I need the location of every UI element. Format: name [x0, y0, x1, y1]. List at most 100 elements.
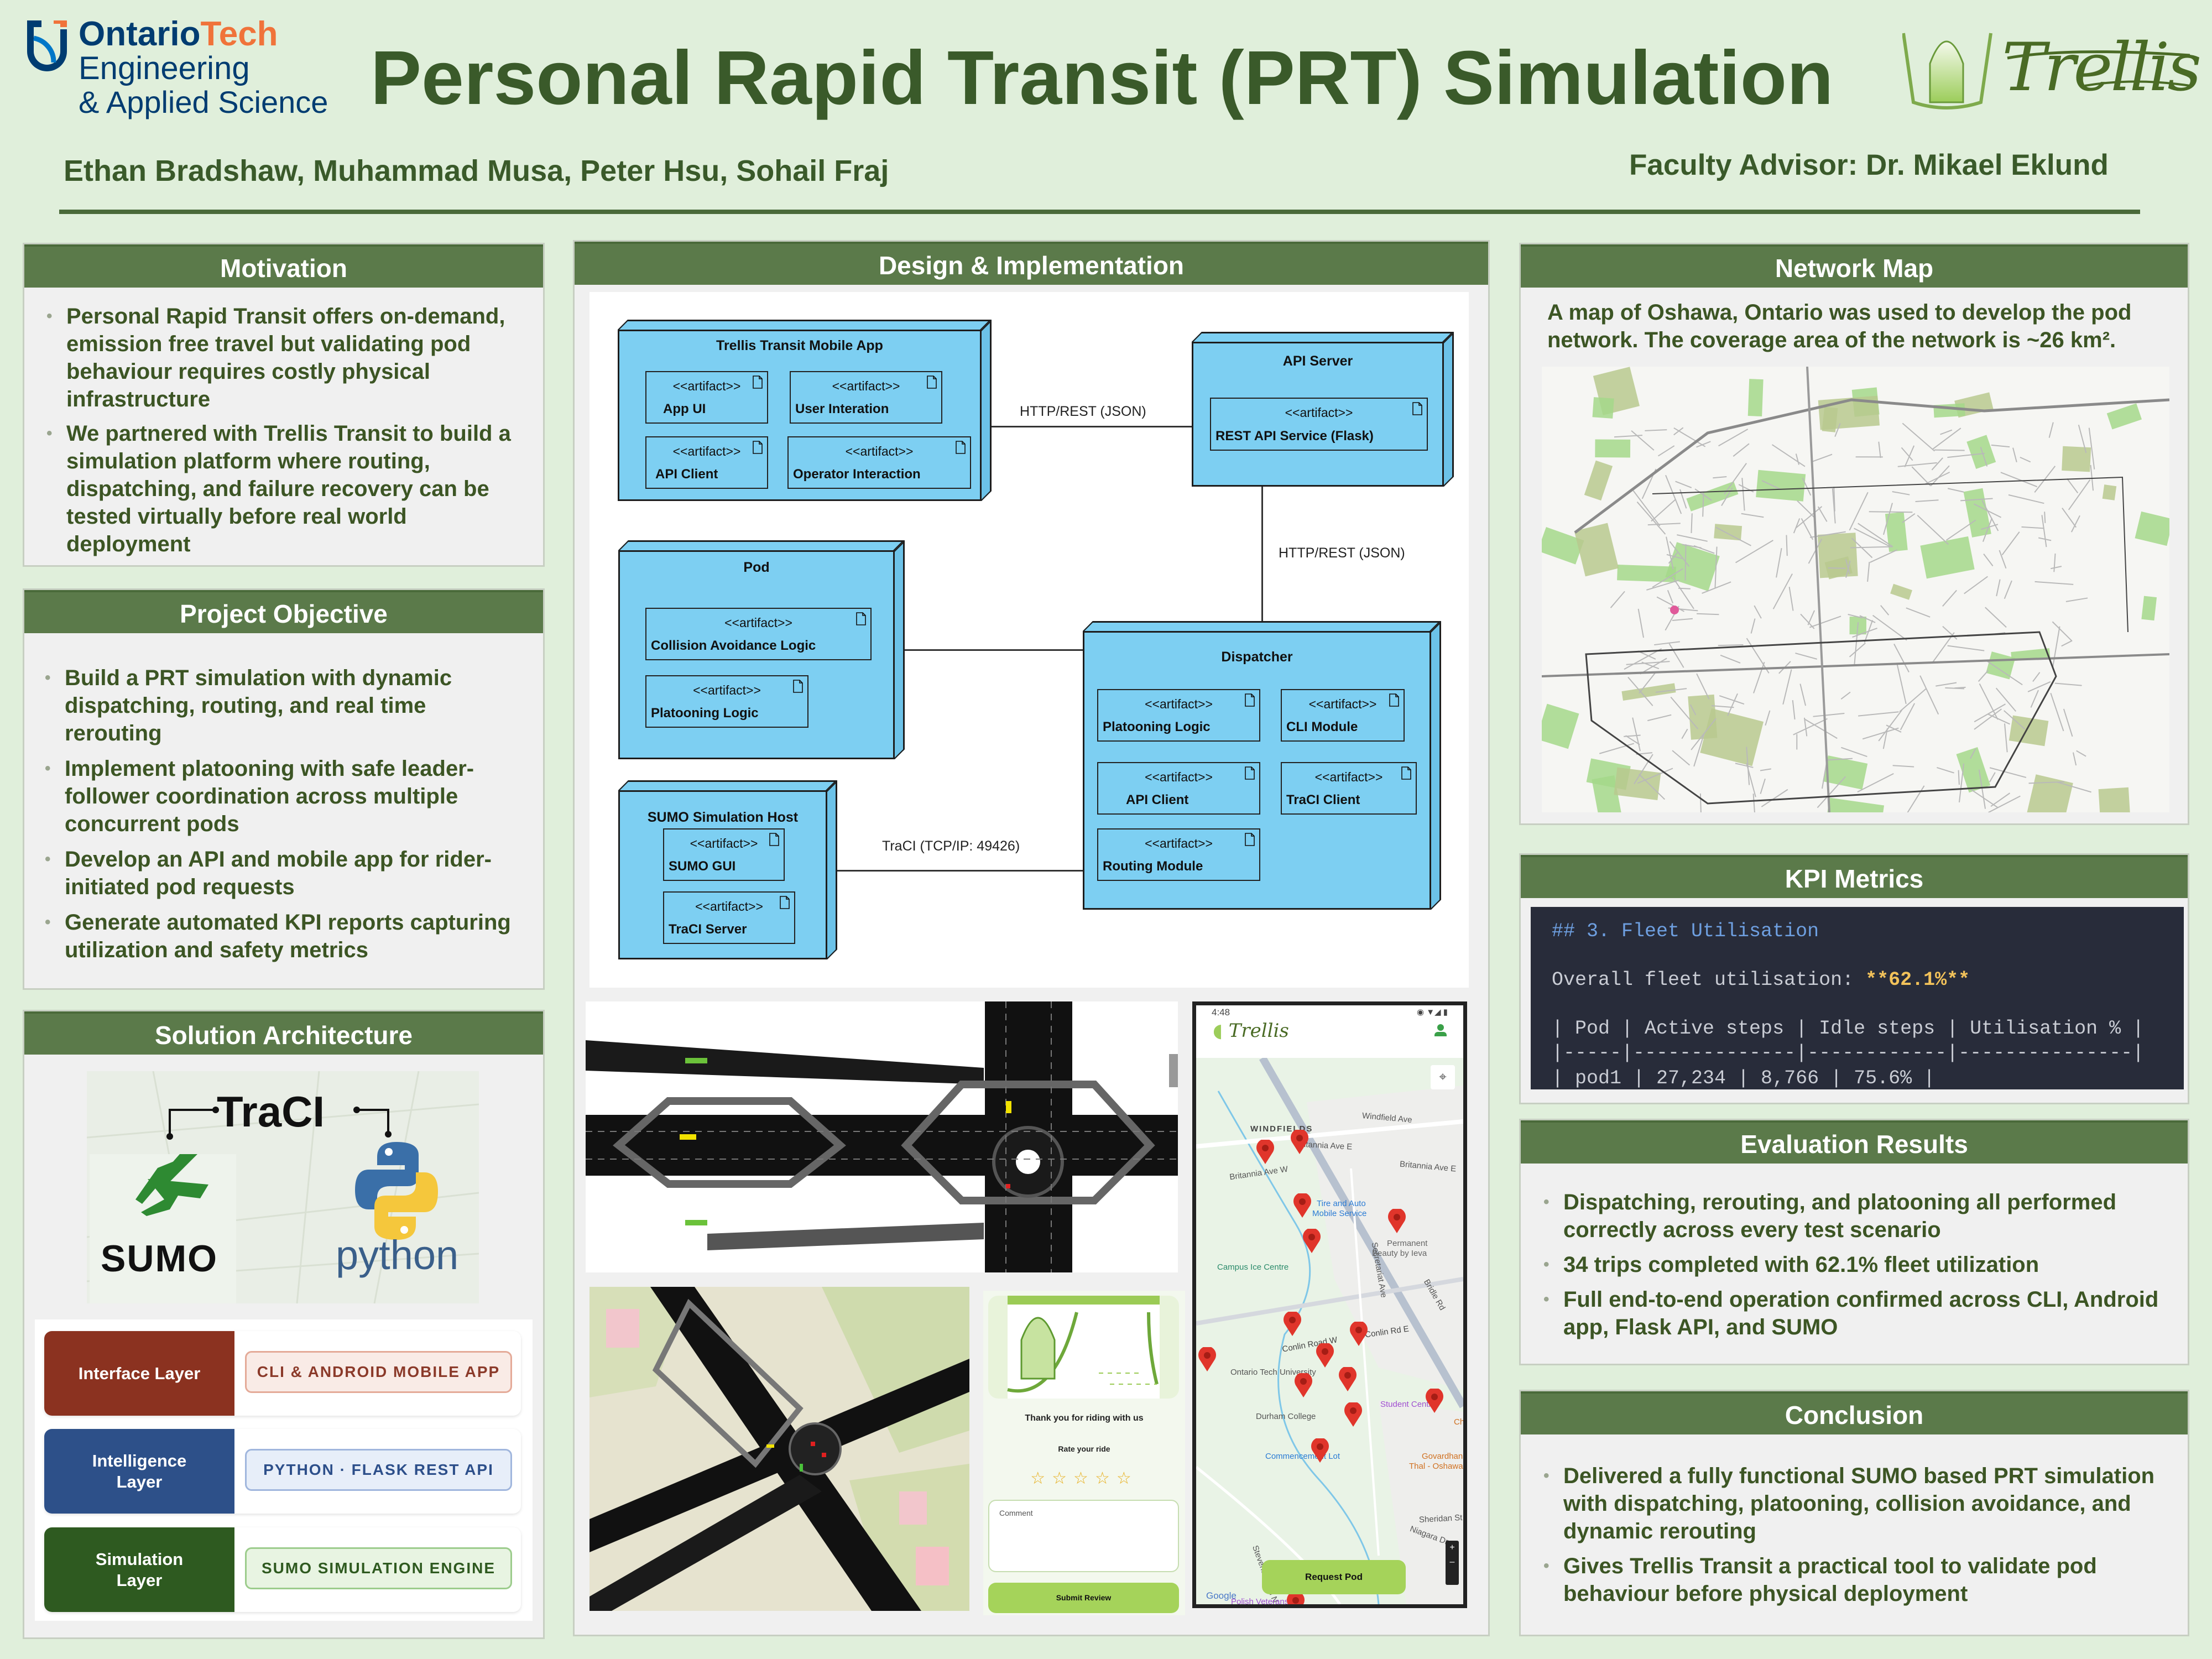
street — [1795, 453, 1799, 465]
street — [1995, 687, 2017, 712]
ontario-tech-shield-icon — [27, 20, 67, 71]
artifact-pod-platooning: <<artifact>>Platooning Logic — [645, 675, 808, 728]
request-pod-button[interactable]: Request Pod — [1262, 1560, 1406, 1594]
star-2[interactable]: ☆ — [1052, 1469, 1074, 1488]
architecture-title: Solution Architecture — [24, 1011, 543, 1055]
road-lower — [707, 1223, 984, 1250]
document-icon — [753, 441, 763, 454]
evaluation-title: Evaluation Results — [1521, 1120, 2188, 1164]
street — [1727, 693, 1738, 716]
building — [916, 1547, 949, 1585]
pod-station-pin-icon[interactable] — [1387, 1209, 1407, 1234]
traci-sumo-python-graphic: TraCI SUMO python — [87, 1071, 479, 1303]
kpi-table-row: | pod1 | 27,234 | 8,766 | 75.6% | — [1552, 1067, 1936, 1089]
street — [1802, 477, 1812, 496]
artifact-collision-avoidance: <<artifact>>Collision Avoidance Logic — [645, 608, 872, 660]
pod-station-pin-icon[interactable] — [1349, 1322, 1369, 1347]
kpi-overall: Overall fleet utilisation: **62.1%** — [1552, 969, 1970, 991]
street — [1651, 498, 1677, 522]
street — [1702, 581, 1731, 594]
star-4[interactable]: ☆ — [1094, 1469, 1117, 1488]
street — [2052, 621, 2073, 641]
street — [1970, 748, 1976, 759]
pod-station-pin-icon[interactable] — [1315, 1343, 1335, 1369]
street — [1668, 643, 1684, 668]
evaluation-panel: Evaluation Results •Dispatching, rerouti… — [1519, 1119, 2189, 1365]
simcoe-street — [1806, 367, 1830, 812]
pod-station-pin-icon[interactable] — [1343, 1402, 1363, 1428]
document-icon — [1412, 402, 1422, 415]
green-area — [1714, 524, 1743, 541]
trellis-pod-icon — [1902, 33, 2190, 109]
intersection — [789, 1422, 842, 1475]
pod-station-pin-icon[interactable] — [1282, 1312, 1302, 1337]
pod-station-pin-icon[interactable] — [1255, 1140, 1275, 1165]
street — [1989, 772, 1996, 782]
objective-bullet: •Implement platooning with safe leader-f… — [45, 755, 526, 838]
street — [1656, 596, 1684, 612]
street — [1841, 747, 1867, 758]
street — [1678, 587, 1691, 589]
street — [1741, 513, 1764, 518]
logo-ontario: Ontario — [79, 15, 201, 53]
map-view[interactable] — [1196, 1058, 1463, 1604]
node-title: SUMO Simulation Host — [647, 810, 799, 825]
status-icons: ◉ ▼◢ ▮ — [1416, 1008, 1448, 1017]
pod-station-pin-icon[interactable] — [1310, 1438, 1330, 1464]
street — [1946, 519, 1976, 541]
overpass-left — [613, 1097, 846, 1188]
street — [1849, 492, 1869, 531]
locate-me-button[interactable]: ⌖ — [1431, 1065, 1455, 1089]
green-area — [2141, 596, 2157, 621]
street — [1637, 608, 1645, 638]
street — [2088, 427, 2095, 469]
document-icon — [753, 375, 763, 389]
street — [1817, 506, 1828, 522]
kpi-terminal: ## 3. Fleet Utilisation Overall fleet ut… — [1531, 907, 2184, 1089]
profile-icon[interactable] — [1434, 1024, 1447, 1037]
status-time: 4:48 — [1212, 1007, 1230, 1018]
pod-station-pin-icon[interactable] — [1293, 1373, 1313, 1399]
app-trellis-logo: ◖ Trellis — [1213, 1020, 1289, 1042]
pod-station-pin-icon[interactable] — [1302, 1229, 1322, 1254]
kpi-table-separator: |-----|--------------|------------|-----… — [1552, 1042, 2145, 1064]
star-rating[interactable]: ☆☆☆☆☆ — [983, 1469, 1185, 1488]
pod-station-pin-icon[interactable] — [1292, 1193, 1312, 1219]
green-area — [1756, 469, 1806, 502]
street — [1852, 627, 1877, 638]
zoom-controls[interactable]: +– — [1446, 1541, 1459, 1585]
node-title: Dispatcher — [1221, 649, 1293, 665]
street — [1906, 607, 1931, 618]
street — [1720, 654, 1741, 664]
green-area — [1584, 460, 1613, 501]
street — [1715, 526, 1751, 546]
vehicle — [685, 1220, 707, 1225]
star-5[interactable]: ☆ — [1116, 1469, 1138, 1488]
intelligence-layer-tech: PYTHON · FLASK REST API — [245, 1449, 512, 1491]
pod-station-pin-icon[interactable] — [1338, 1367, 1358, 1392]
street — [1854, 528, 1890, 547]
kpi-table-header: | Pod | Active steps | Idle steps | Util… — [1552, 1018, 2145, 1040]
star-3[interactable]: ☆ — [1073, 1469, 1095, 1488]
interface-layer-label: Interface Layer — [44, 1331, 234, 1416]
pod-station-pin-icon[interactable] — [1286, 1592, 1306, 1604]
building — [606, 1309, 639, 1348]
submit-review-button[interactable]: Submit Review — [988, 1583, 1179, 1613]
pod-station-pin-icon[interactable] — [1290, 1130, 1310, 1155]
pod-station-pin-icon[interactable] — [1197, 1347, 1217, 1373]
network-route — [1652, 476, 2128, 633]
green-area — [1665, 542, 1720, 592]
street — [2012, 447, 2017, 462]
street — [2072, 752, 2077, 766]
street — [1636, 501, 1666, 535]
street — [1907, 785, 1925, 812]
street — [1964, 576, 1988, 594]
bullet-icon: • — [45, 913, 51, 931]
bullet-icon: • — [1543, 1557, 1550, 1575]
street — [1954, 686, 1966, 689]
star-1[interactable]: ☆ — [1030, 1469, 1052, 1488]
street — [1693, 733, 1705, 767]
comment-field[interactable]: Comment — [988, 1500, 1179, 1572]
bullet-icon: • — [46, 307, 53, 325]
pod-station-pin-icon[interactable] — [1425, 1389, 1444, 1414]
